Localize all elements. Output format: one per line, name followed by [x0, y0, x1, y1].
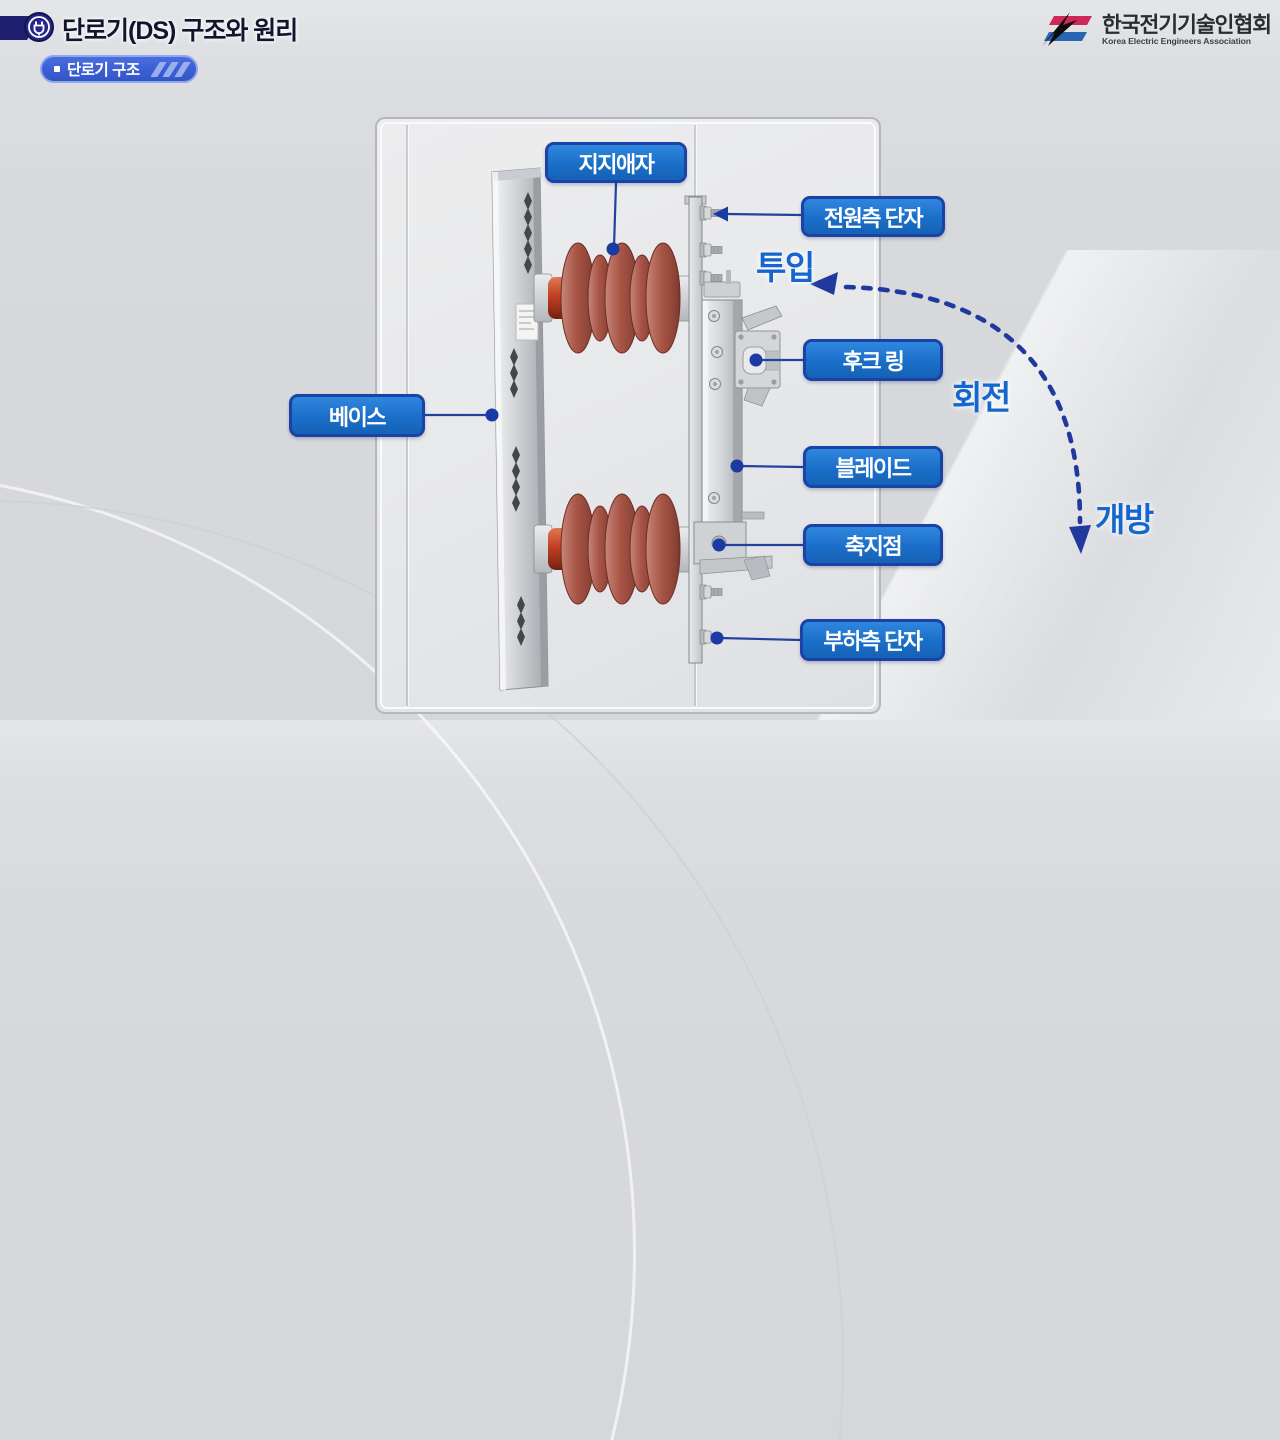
badge-bullet-icon [54, 66, 60, 72]
org-logo: 한국전기기술인협회 Korea Electric Engineers Assoc… [1038, 10, 1272, 50]
action-open: 개방 [1095, 501, 1154, 538]
label-base: 베이스 [289, 394, 425, 437]
arrowhead-down-icon [1069, 525, 1091, 554]
badge-label: 단로기 구조 [67, 62, 140, 79]
section-badge: 단로기 구조 [40, 55, 198, 83]
label-hook-ring: 후크 링 [803, 339, 943, 381]
action-rotate: 회전 [952, 379, 1011, 416]
power-plug-icon [24, 12, 54, 42]
slide-root: 단로기(DS) 구조와 원리 단로기 구조 한국전기기술인협회 Korea El… [0, 10, 1280, 1440]
logo-name-en: Korea Electric Engineers Association [1102, 36, 1251, 47]
label-pivot: 축지점 [803, 524, 943, 566]
panel-background-line [694, 125, 696, 706]
page-title: 단로기(DS) 구조와 원리 [62, 17, 298, 45]
label-blade: 블레이드 [803, 446, 943, 488]
label-support-insulator: 지지애자 [545, 142, 687, 183]
logo-mark-icon [1042, 12, 1092, 46]
label-load-terminal: 부하측 단자 [800, 619, 945, 661]
label-source-terminal: 전원측 단자 [801, 196, 945, 237]
action-close: 투입 [756, 249, 815, 286]
badge-slashes-decoration [149, 62, 191, 77]
logo-name-ko: 한국전기기술인협회 [1102, 12, 1272, 37]
